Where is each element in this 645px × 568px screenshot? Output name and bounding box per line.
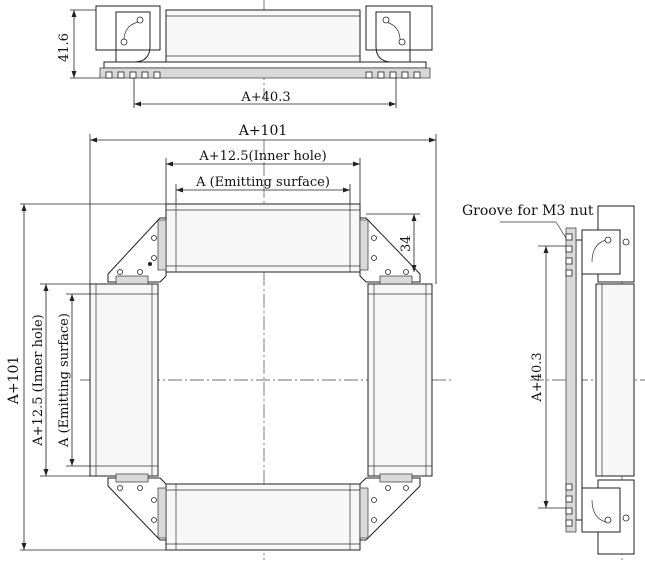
top-width-label: A+40.3 [240,90,290,105]
left-tube [89,283,159,477]
bottom-tube [165,483,361,551]
vertical-inner-hole-label: A+12.5 (Inner hole) [31,314,46,446]
inner-hole-label: A+12.5(Inner hole) [198,149,326,164]
corner-bracket-top-left [107,217,167,285]
corner-bracket-top-right [359,217,421,285]
vertical-emitting-label: A (Emitting surface) [57,313,72,448]
corner-height-label: 34 [399,235,414,252]
side-height-label: A+40.3 [530,352,545,402]
corner-bracket-bottom-right [359,473,421,541]
right-tube [367,283,433,477]
top-height-label: 41.6 [57,33,72,62]
top-view: 41.6 A+40.3 [57,0,433,108]
side-view: Groove for M3 nut A+40.3 [462,203,645,560]
outer-height-label: A+101 [6,356,22,406]
top-tube [165,203,361,273]
side-rail-holes [565,233,573,527]
groove-label: Groove for M3 nut [462,203,594,219]
front-view: A+101 A+12.5(Inner hole) A (Emitting sur… [6,123,454,560]
corner-bracket-bottom-left [107,473,167,541]
base-rail-holes [105,71,421,79]
outer-width-label: A+101 [238,123,288,139]
emitting-surface-label: A (Emitting surface) [195,175,330,190]
